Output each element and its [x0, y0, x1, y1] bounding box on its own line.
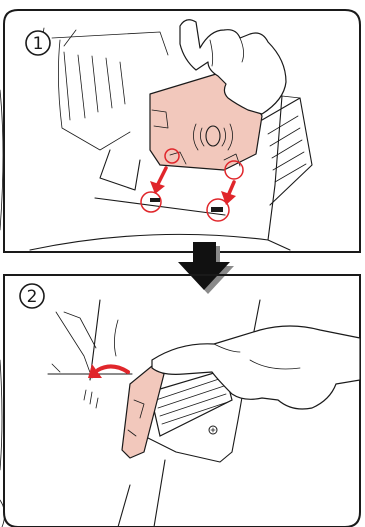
step-1-panel: 1: [4, 10, 360, 252]
down-left-arrow-icon: [150, 168, 166, 194]
step-2-number: 2: [20, 284, 44, 308]
svg-text:2: 2: [27, 287, 38, 307]
step-2-panel: 2: [4, 275, 360, 527]
svg-text:1: 1: [33, 34, 44, 54]
step-1-number: 1: [26, 31, 50, 55]
down-left-arrow-icon: [221, 182, 236, 205]
down-arrow-icon: [178, 242, 234, 294]
curved-arrow-icon: [88, 364, 128, 378]
